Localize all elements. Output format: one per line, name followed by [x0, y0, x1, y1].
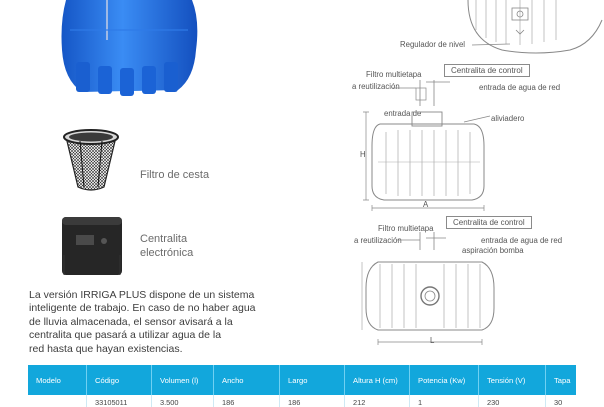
description-line: red hasta que hayan existencias. — [29, 342, 183, 355]
description-line: inteligente de trabajo. En caso de no ha… — [29, 302, 256, 315]
tank-plan-drawing — [361, 232, 495, 345]
length-letter: L — [430, 336, 435, 345]
table-cell: 186 — [279, 395, 345, 407]
controller-label-line1: Centralita — [140, 233, 188, 245]
table-cell: 3.500 — [151, 395, 214, 407]
level-regulator-diagram — [467, 0, 603, 54]
table-header: Volumen (l) — [151, 365, 214, 395]
table-cell — [28, 395, 87, 407]
table-header: Modelo — [28, 365, 87, 395]
tank-elevation-drawing — [363, 80, 491, 211]
width-letter: A — [423, 200, 429, 209]
controller-label-line2: electrónica — [140, 247, 194, 259]
description-line: centralita que pasará a utilizar agua de… — [29, 329, 222, 342]
table-header: Tapa — [545, 365, 576, 395]
inlet-label-mid: entrada de — [384, 109, 422, 118]
table-header: Potencia (Kw) — [409, 365, 479, 395]
filter-label: Filtro de cesta — [140, 169, 210, 181]
table-header: Ancho — [213, 365, 280, 395]
reuse-label-bottom: a reutilización — [354, 236, 402, 245]
table-cell: 230 — [478, 395, 546, 407]
description-paragraph: La versión IRRIGA PLUS dispone de un sis… — [29, 289, 269, 356]
electronic-controller-image — [62, 217, 122, 275]
level-regulator-label: Regulador de nivel — [400, 40, 466, 49]
table-header-row: Modelo Código Volumen (l) Ancho Largo Al… — [28, 365, 576, 395]
overflow-label-mid: aliviadero — [491, 114, 525, 123]
description-line: de lluvia almacenada, el sensor avisará … — [29, 315, 233, 328]
table-cell: 212 — [344, 395, 410, 407]
table-cell: 30 — [554, 397, 563, 407]
tank-image — [61, 0, 198, 96]
controller-label: Centralita electrónica — [140, 232, 193, 260]
specs-table: Modelo Código Volumen (l) Ancho Largo Al… — [28, 365, 576, 407]
reuse-label-mid: a reutilización — [352, 82, 400, 91]
table-header: Tensión (V) — [478, 365, 546, 395]
table-header: Altura H (cm) — [344, 365, 410, 395]
table-row: 33105011 3.500 186 186 212 1 230 30 — [28, 395, 576, 407]
multi-filter-label-bottom: Filtro multietapa — [378, 224, 434, 233]
table-header: Largo — [279, 365, 345, 395]
table-cell: 33105011 — [86, 395, 152, 407]
height-letter: H — [360, 150, 366, 159]
level-regulator-leader — [472, 43, 511, 46]
table-header: Código — [86, 365, 152, 395]
description-line: La versión IRRIGA PLUS dispone de un sis… — [29, 289, 255, 301]
table-cell: 186 — [213, 395, 280, 407]
water-inlet-label-mid: entrada de agua de red — [479, 83, 561, 92]
control-box-label-mid: Centralita de control — [444, 64, 530, 77]
suction-label-bottom: aspiración bomba — [462, 246, 524, 255]
multi-filter-label-mid: Filtro multietapa — [366, 70, 422, 79]
table-cell: 1 — [409, 395, 479, 407]
control-box-label-bottom: Centralita de control — [446, 216, 532, 229]
water-inlet-label-bottom: entrada de agua de red — [481, 236, 563, 245]
basket-filter-image — [63, 129, 119, 191]
